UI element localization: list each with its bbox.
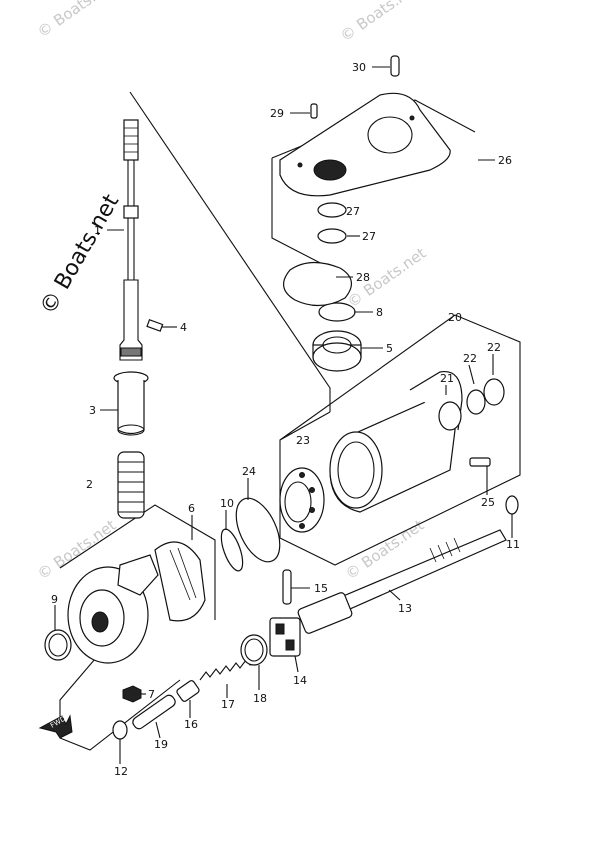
shift-rod (132, 680, 200, 730)
o-ring-large (235, 497, 281, 563)
callout-17: 17 (221, 698, 235, 711)
frame-line (279, 314, 521, 566)
callout-20: 20 (448, 311, 462, 324)
frame-line (59, 504, 216, 620)
callout-7: 7 (148, 688, 155, 701)
callout-29: 29 (270, 107, 284, 120)
frame-line (271, 158, 331, 269)
group-frames (59, 91, 521, 751)
drive-shaft (119, 119, 143, 361)
bearing-housing (329, 370, 463, 513)
small-washer (112, 720, 128, 740)
callout-21: 21 (440, 372, 454, 385)
callout-26: 26 (498, 154, 512, 167)
gasket (283, 261, 352, 307)
callout-3: 3 (89, 404, 96, 417)
frame-line (59, 679, 181, 751)
callout-27b: 27 (362, 230, 376, 243)
dowel-pin (310, 103, 318, 119)
callout-22b: 22 (487, 341, 501, 354)
cross-pin (282, 569, 292, 605)
pinion-gear (154, 541, 206, 622)
callout-13: 13 (398, 602, 412, 615)
nut (122, 685, 142, 703)
o-ring (220, 528, 244, 572)
leader-lines (54, 66, 513, 764)
callout-15: 15 (314, 582, 328, 595)
pin (146, 319, 164, 332)
callout-4: 4 (180, 321, 187, 334)
clip-ring (505, 495, 519, 515)
shaft-spline (123, 119, 139, 161)
watermark: © Boats.net (34, 0, 119, 41)
callout-1: 1 (94, 224, 101, 237)
callout-12: 12 (114, 765, 128, 778)
callout-22: 22 (463, 352, 477, 365)
callout-8: 8 (376, 306, 383, 319)
oil-seal (466, 389, 486, 415)
callout-25: 25 (481, 496, 495, 509)
callout-2: 2 (86, 478, 93, 491)
callout-14: 14 (293, 674, 307, 687)
bevel-gears (67, 541, 206, 664)
propeller-shaft (297, 529, 507, 634)
oil-seal-upper (317, 202, 347, 218)
callout-labels: 30 29 26 27 27 28 8 5 20 21 22 22 23 1 4… (51, 61, 520, 778)
callout-6: 6 (188, 502, 195, 515)
pump-case-plate (279, 92, 451, 197)
callout-30: 30 (352, 61, 366, 74)
rubber-boot (117, 451, 145, 519)
spring (199, 656, 261, 681)
fwd-arrow: FWD (38, 714, 73, 739)
needle-bearing (438, 401, 462, 431)
copyright-text: © Boats.net (36, 190, 125, 319)
oil-seal-upper (317, 228, 347, 244)
callout-27: 27 (346, 205, 360, 218)
bolt (469, 457, 491, 467)
callout-23: 23 (296, 434, 310, 447)
reverse-gear (117, 554, 159, 596)
callout-9: 9 (51, 593, 58, 606)
watermark: © Boats.net (337, 0, 422, 45)
dowel-pin (390, 55, 400, 77)
oil-seal (483, 378, 505, 406)
callout-5: 5 (386, 342, 393, 355)
callout-24: 24 (242, 465, 256, 478)
callout-16: 16 (184, 718, 198, 731)
callout-10: 10 (220, 497, 234, 510)
callout-28: 28 (356, 271, 370, 284)
callout-19: 19 (154, 738, 168, 751)
dog-clutch (269, 617, 301, 657)
ball-bearing (279, 467, 325, 533)
callout-11: 11 (506, 538, 520, 551)
bearing-sleeve (113, 371, 149, 436)
callout-18: 18 (253, 692, 267, 705)
